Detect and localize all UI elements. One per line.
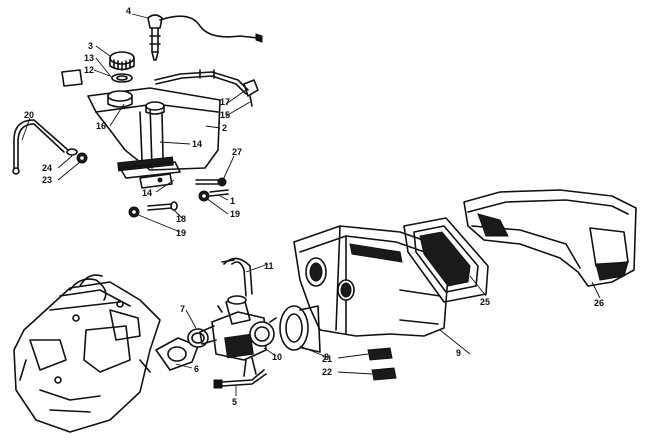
silencer-mount-lower — [371, 367, 397, 381]
flange-gasket — [187, 328, 209, 348]
intake-flange — [155, 337, 199, 371]
vent-hose — [154, 69, 249, 95]
callout-12: 12 — [84, 65, 94, 75]
carburetor — [199, 295, 277, 377]
tank-mount-strap — [12, 119, 69, 175]
mount-grommet — [147, 201, 178, 211]
callout-16: 16 — [96, 121, 106, 131]
callout-19-right: 19 — [230, 209, 240, 219]
tank-bracket-bolt — [195, 177, 227, 187]
callout-15: 15 — [220, 110, 230, 120]
callout-23: 23 — [42, 175, 52, 185]
callout-14-lower: 14 — [142, 188, 152, 198]
callout-25: 25 — [480, 297, 490, 307]
mount-nut-left — [128, 206, 140, 218]
tank-bracket — [139, 173, 173, 189]
silencer-mount-upper — [367, 347, 393, 361]
callout-18: 18 — [176, 214, 186, 224]
air-silencer — [293, 225, 449, 337]
callout-19-left: 19 — [176, 228, 186, 238]
callout-2: 2 — [222, 123, 227, 133]
callout-4: 4 — [126, 6, 131, 16]
callout-1: 1 — [230, 196, 235, 206]
callout-17: 17 — [220, 97, 230, 107]
tank-decal — [61, 69, 83, 87]
mount-bolt — [209, 189, 229, 197]
strap-nut — [76, 152, 88, 164]
callout-8: 8 — [324, 352, 329, 362]
callout-7: 7 — [180, 304, 185, 314]
fuel-tank — [87, 87, 221, 179]
callout-14-upper: 14 — [192, 139, 202, 149]
carb-fuel-hose — [221, 257, 253, 297]
callout-13: 13 — [84, 53, 94, 63]
fuel-gauge-sender — [147, 14, 263, 61]
callout-5: 5 — [232, 397, 237, 407]
cap-gasket — [111, 73, 133, 83]
callout-24: 24 — [42, 163, 52, 173]
tank-filler-neck — [107, 90, 133, 108]
carb-adapter-boot — [279, 305, 321, 353]
callout-11: 11 — [264, 261, 274, 271]
callout-27: 27 — [232, 147, 242, 157]
rollover-valve — [243, 79, 259, 107]
tank-outlet-fitting — [145, 101, 165, 115]
fuel-cap — [109, 51, 135, 71]
callout-6: 6 — [194, 364, 199, 374]
callout-22: 22 — [322, 367, 332, 377]
callout-20: 20 — [24, 110, 34, 120]
air-intake-duct — [463, 189, 637, 287]
callout-26: 26 — [594, 298, 604, 308]
engine-block — [13, 274, 161, 433]
callout-10: 10 — [272, 352, 282, 362]
callout-3: 3 — [88, 41, 93, 51]
drain-hose — [213, 369, 267, 389]
callout-9: 9 — [456, 348, 461, 358]
silencer-gasket — [403, 217, 489, 303]
callout-21-visible: 21 — [322, 354, 332, 364]
leader-lines — [21, 13, 601, 396]
strap-washer — [66, 148, 78, 156]
